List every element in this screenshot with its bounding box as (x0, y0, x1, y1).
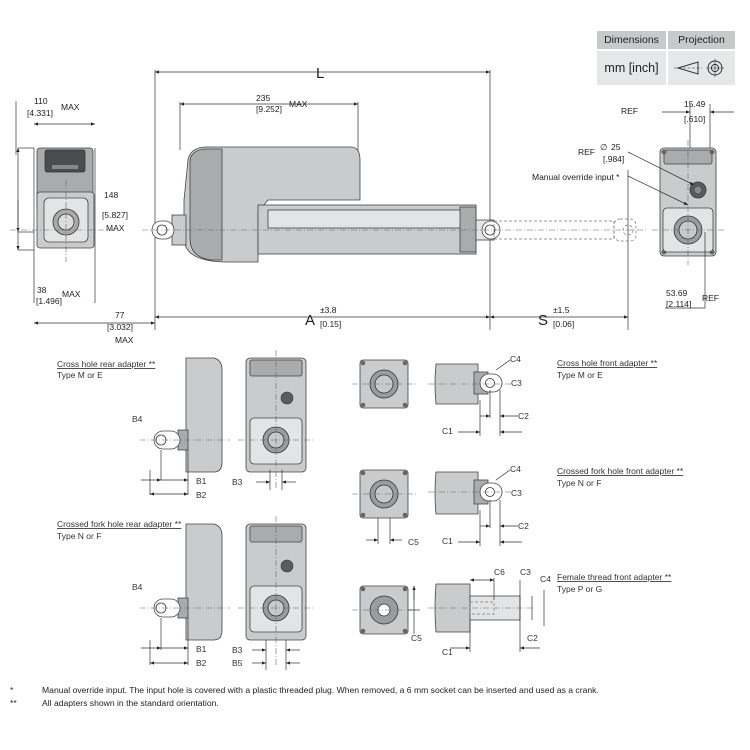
front-thread-c6: C6 (494, 567, 505, 577)
housing-value: 235 (256, 93, 270, 103)
actuator-housing (183, 146, 361, 263)
front-fork-c3: C3 (511, 488, 522, 498)
side-width-inch: [4.331] (27, 108, 53, 118)
a-tolerance-inch: [0.15] (320, 319, 341, 329)
a-label: A (305, 312, 315, 329)
footnote-2-mark: ** (10, 698, 17, 708)
s-label: S (538, 312, 548, 329)
side-height-inch: [5.827] (102, 210, 128, 220)
rear-fork-title: Crossed fork hole rear adapter ** (57, 519, 182, 529)
actuator-side-view (142, 70, 648, 330)
footnote-2-text: All adapters shown in the standard orien… (42, 698, 219, 708)
rear-fork-b4: B4 (132, 582, 143, 592)
projection-header: Projection (668, 31, 735, 49)
footnote-1: * Manual override input. The input hole … (10, 684, 740, 697)
front-thread-c5: C5 (411, 633, 422, 643)
ref-dia-value: 25 (611, 142, 621, 152)
front-cross-type: Type M or E (557, 370, 603, 380)
front-cross-c2: C2 (518, 411, 529, 421)
side-width-max: MAX (61, 102, 80, 112)
rear-fork-type: Type N or F (57, 531, 101, 541)
side-bottom-max: MAX (62, 289, 81, 299)
front-fork-c2: C2 (518, 521, 529, 531)
rear-end-view (10, 101, 118, 303)
footnotes: * Manual override input. The input hole … (10, 684, 740, 710)
front-adapter-views (352, 359, 545, 652)
footnote-1-text: Manual override input. The input hole is… (42, 685, 599, 695)
front-thread-c4: C4 (540, 574, 551, 584)
footnote-2: ** All adapters shown in the standard or… (10, 697, 740, 710)
first-angle-projection-icon (674, 59, 724, 77)
projection-cell (668, 51, 735, 85)
ref-top-label: REF (621, 106, 638, 116)
side-bottom-inch: [1.496] (36, 296, 62, 306)
ref-top-inch: [.610] (684, 114, 705, 124)
front-fork-title: Crossed fork hole front adapter ** (557, 466, 684, 476)
front-thread-c2: C2 (527, 633, 538, 643)
housing-inch: [9.252] (256, 104, 282, 114)
rear-cross-b1: B1 (196, 476, 207, 486)
front-thread-title: Female thread front adapter ** (557, 572, 672, 582)
ref-dia-inch: [.984] (603, 154, 624, 164)
footnote-1-mark: * (10, 685, 14, 695)
length-label: L (316, 65, 324, 82)
s-tolerance: ±1.5 (553, 305, 570, 315)
front-fork-c4: C4 (510, 464, 521, 474)
side-bottom-value: 38 (37, 285, 47, 295)
front-cross-c1: C1 (442, 426, 453, 436)
rear-fork-b1: B1 (196, 644, 207, 654)
rear-cross-b3: B3 (232, 477, 243, 487)
rear-fork-b3: B3 (232, 645, 243, 655)
rear-cross-b4: B4 (132, 414, 143, 424)
rear-cross-type: Type M or E (57, 370, 103, 380)
side-height-value: 148 (104, 190, 118, 200)
side-offset-value: 77 (115, 310, 125, 320)
side-height-max: MAX (106, 223, 125, 233)
front-cross-c3: C3 (511, 378, 522, 388)
front-cross-title: Cross hole front adapter ** (557, 358, 658, 368)
ref-top-value: 15.49 (684, 99, 706, 109)
diameter-symbol: ∅ (600, 142, 608, 152)
units-cell: mm [inch] (597, 51, 666, 85)
side-offset-max: MAX (115, 335, 134, 345)
dimensions-header: Dimensions (597, 31, 666, 49)
front-thread-type: Type P or G (557, 584, 602, 594)
rear-fork-b5: B5 (232, 658, 243, 668)
ref-bottom-inch: [2.114] (666, 299, 691, 309)
rear-fork-b2: B2 (196, 658, 207, 668)
ref-bottom-label: REF (702, 293, 719, 303)
front-thread-c3: C3 (520, 567, 531, 577)
front-fork-c1: C1 (442, 536, 453, 546)
front-fork-type: Type N or F (557, 478, 601, 488)
ref-bottom-value: 53.69 (666, 288, 688, 298)
front-end-view (627, 104, 734, 309)
rear-cross-b2: B2 (196, 490, 207, 500)
rear-cross-title: Cross hole rear adapter ** (57, 359, 156, 369)
side-width-value: 110 (34, 96, 48, 106)
manual-override-label: Manual override input * (532, 172, 620, 182)
ref-dia-label: REF (578, 147, 595, 157)
s-tolerance-inch: [0.06] (553, 319, 574, 329)
side-offset-inch: [3.032] (107, 322, 133, 332)
a-tolerance: ±3.8 (320, 305, 337, 315)
rear-adapter-views (140, 350, 314, 670)
front-fork-c5: C5 (408, 537, 419, 547)
dimensions-legend: Dimensions Projection mm [inch] (597, 31, 735, 87)
front-thread-c1: C1 (442, 647, 453, 657)
housing-max: MAX (289, 99, 308, 109)
front-cross-c4: C4 (510, 354, 521, 364)
